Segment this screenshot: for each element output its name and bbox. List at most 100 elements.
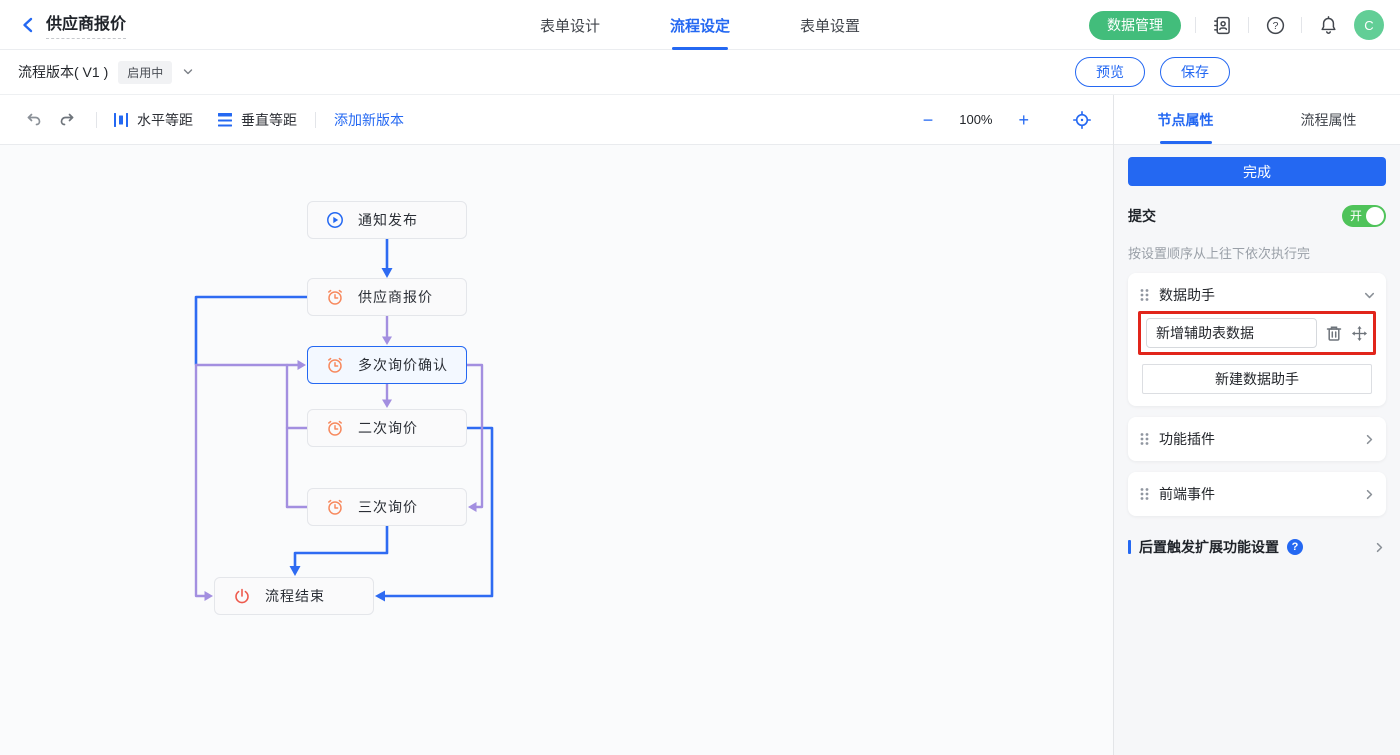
post-trigger-title: 后置触发扩展功能设置 — [1139, 539, 1279, 555]
version-label: 流程版本( V1 ) — [18, 64, 109, 80]
tab-form-setting[interactable]: 表单设置 — [800, 17, 861, 35]
app-header: 供应商报价 表单设计 流程设定 表单设置 数据管理 ? — [0, 0, 1400, 50]
section-marker — [1128, 540, 1131, 554]
help-icon: ? — [1266, 16, 1284, 34]
drag-handle-icon — [1140, 488, 1149, 500]
submit-toggle[interactable]: 开 — [1342, 205, 1386, 227]
frontend-event-title: 前端事件 — [1159, 486, 1215, 502]
chevron-right-icon — [1376, 542, 1383, 552]
submit-label: 提交 — [1128, 208, 1156, 224]
divider — [1195, 17, 1196, 33]
drag-handle-icon — [1140, 433, 1149, 445]
vertical-align-label: 垂直等距 — [241, 111, 297, 128]
status-badge: 启用中 — [118, 60, 173, 84]
delete-icon[interactable] — [1326, 325, 1342, 342]
zoom-out-button[interactable]: − — [922, 109, 934, 130]
flow-node-second-inquiry[interactable]: 二次询价 — [307, 409, 467, 447]
version-bar: 流程版本( V1 ) 启用中 预览 保存 — [0, 50, 1400, 95]
data-assistant-item-input[interactable] — [1146, 318, 1317, 348]
save-button[interactable]: 保存 — [1160, 57, 1230, 87]
data-assistant-header[interactable]: 数据助手 — [1138, 281, 1376, 309]
tab-form-design[interactable]: 表单设计 — [539, 17, 600, 35]
notifications-button[interactable] — [1316, 13, 1340, 37]
node-label: 流程结束 — [265, 588, 325, 604]
flow-node-third-inquiry[interactable]: 三次询价 — [307, 488, 467, 526]
panel-tabs: 节点属性 流程属性 — [1114, 95, 1400, 145]
frontend-event-card: 前端事件 — [1128, 472, 1386, 516]
plugin-title: 功能插件 — [1159, 431, 1215, 447]
tab-flow-properties[interactable]: 流程属性 — [1300, 111, 1357, 128]
header-tabs: 表单设计 流程设定 表单设置 — [540, 0, 860, 50]
horizontal-spacing-icon — [114, 112, 128, 127]
zoom-controls: − 100% + — [923, 107, 1095, 133]
drag-handle-icon — [1140, 289, 1149, 301]
undo-icon — [27, 113, 40, 126]
timer-icon — [326, 498, 344, 516]
node-label: 三次询价 — [358, 499, 418, 515]
flow-node-notify-publish[interactable]: 通知发布 — [307, 201, 467, 239]
power-icon — [233, 587, 251, 605]
divider — [315, 111, 316, 128]
zoom-in-button[interactable]: + — [1018, 109, 1029, 130]
flow-node-multi-inquiry-confirm[interactable]: 多次询价确认 — [307, 346, 467, 384]
help-circle-icon[interactable]: ? — [1287, 539, 1303, 555]
divider — [96, 111, 97, 128]
svg-text:?: ? — [1272, 20, 1278, 32]
flow-editor: 水平等距 垂直等距 添加新版本 − 100% + — [0, 95, 1113, 755]
vertical-spacing-icon — [218, 112, 232, 126]
tab-flow-setting[interactable]: 流程设定 — [670, 0, 730, 50]
flow-node-supplier-quote[interactable]: 供应商报价 — [307, 278, 467, 316]
help-button[interactable]: ? — [1263, 13, 1287, 37]
divider — [1301, 17, 1302, 33]
horizontal-align-button[interactable]: 水平等距 — [113, 110, 193, 130]
add-version-link[interactable]: 添加新版本 — [334, 111, 404, 128]
canvas-toolbar: 水平等距 垂直等距 添加新版本 − 100% + — [0, 95, 1113, 145]
fit-view-button[interactable] — [1069, 107, 1095, 133]
flow-canvas[interactable]: 通知发布 供应商报价 多次询价确认 — [0, 145, 1113, 755]
target-icon — [1073, 110, 1091, 129]
chevron-down-icon — [184, 69, 193, 75]
avatar[interactable]: C — [1354, 10, 1384, 40]
redo-icon — [60, 113, 73, 126]
highlight-annotation — [1138, 311, 1376, 355]
new-data-assistant-button[interactable]: 新建数据助手 — [1142, 364, 1372, 394]
node-label: 通知发布 — [358, 212, 418, 228]
chevron-down-icon[interactable] — [1363, 289, 1376, 302]
timer-icon — [326, 419, 344, 437]
done-button[interactable]: 完成 — [1128, 157, 1386, 186]
version-dropdown[interactable] — [182, 66, 194, 78]
panel-body: 完成 提交 开 按设置顺序从上往下依次执行完 数据助手 — [1114, 145, 1400, 557]
flow-node-process-end[interactable]: 流程结束 — [214, 577, 374, 615]
play-circle-icon — [326, 211, 344, 229]
redo-button[interactable] — [54, 107, 80, 133]
tab-node-properties[interactable]: 节点属性 — [1114, 95, 1257, 144]
node-label: 供应商报价 — [358, 289, 433, 305]
data-assistant-card: 数据助手 — [1128, 273, 1386, 406]
data-assistant-title: 数据助手 — [1159, 287, 1215, 303]
undo-button[interactable] — [20, 107, 46, 133]
version-actions: 预览 保存 — [1075, 57, 1230, 87]
bell-icon — [1320, 15, 1336, 34]
preview-button[interactable]: 预览 — [1075, 57, 1145, 87]
move-icon[interactable] — [1351, 325, 1368, 342]
contact-book-button[interactable] — [1210, 13, 1234, 37]
plugin-header[interactable]: 功能插件 — [1138, 425, 1376, 453]
chevron-left-icon — [23, 17, 33, 32]
horizontal-align-label: 水平等距 — [137, 111, 193, 128]
zoom-level: 100% — [959, 112, 993, 127]
post-trigger-row[interactable]: 后置触发扩展功能设置 ? — [1128, 537, 1386, 557]
back-button[interactable] — [16, 13, 40, 37]
frontend-event-header[interactable]: 前端事件 — [1138, 480, 1376, 508]
vertical-align-button[interactable]: 垂直等距 — [217, 110, 297, 130]
toggle-knob — [1366, 207, 1384, 225]
divider — [1248, 17, 1249, 33]
chevron-right-icon — [1366, 434, 1373, 444]
properties-panel: 节点属性 流程属性 完成 提交 开 按设置顺序从上往下依次执行完 — [1113, 95, 1400, 755]
timer-icon — [326, 288, 344, 306]
submit-row: 提交 开 — [1128, 205, 1386, 227]
flow-edges — [194, 237, 494, 602]
data-manage-button[interactable]: 数据管理 — [1089, 10, 1181, 40]
chevron-right-icon — [1366, 489, 1373, 499]
header-actions: 数据管理 ? — [1089, 0, 1384, 50]
